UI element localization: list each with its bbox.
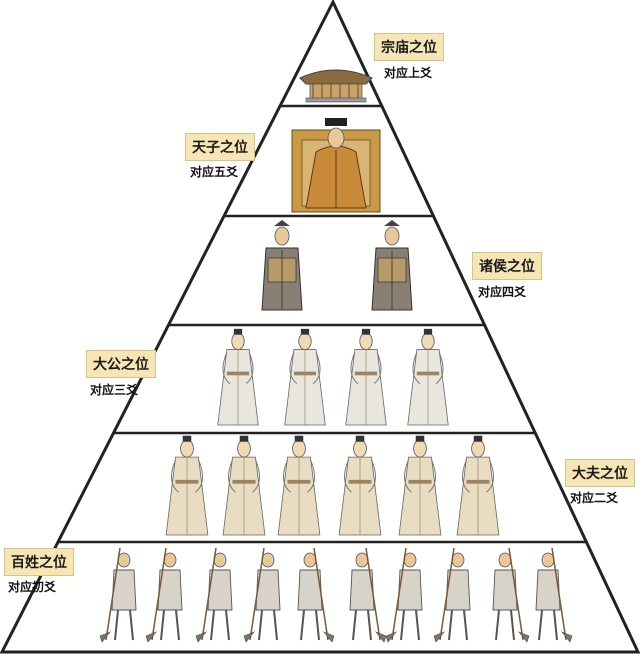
- tier-dividers: [58, 104, 587, 544]
- peasant-figure: [349, 547, 387, 643]
- peasant-figure: [297, 547, 335, 643]
- official-figure: [456, 435, 500, 536]
- tier-label-temple: 宗庙之位: [374, 33, 444, 61]
- peasant-figure: [535, 547, 573, 643]
- peasant-figure: [243, 547, 281, 643]
- peasant-figure: [385, 547, 423, 643]
- minister-figure: [284, 328, 326, 426]
- official-figure: [277, 435, 321, 536]
- official-figure: [398, 435, 442, 536]
- tier-label-peasant: 百姓之位: [4, 548, 74, 576]
- tier-sub-temple: 对应上爻: [384, 66, 433, 80]
- official-figure: [165, 435, 209, 536]
- tier-sub-emperor: 对应五爻: [190, 165, 239, 179]
- tier-sub-lord: 对应四爻: [478, 285, 527, 299]
- official-figure: [338, 435, 382, 536]
- emperor-figure: [291, 118, 381, 213]
- lord-figure-right: [371, 220, 413, 311]
- peasant-figure: [145, 547, 183, 643]
- tier-sub-peasant: 对应初爻: [8, 580, 57, 594]
- peasant-figure: [433, 547, 471, 643]
- minister-figure: [345, 328, 387, 426]
- tier-sub-minister: 对应三爻: [90, 383, 139, 397]
- peasant-figure: [492, 547, 530, 643]
- tier-sub-official: 对应二爻: [570, 491, 619, 505]
- peasant-figure: [99, 547, 137, 643]
- tier-figures: [99, 69, 573, 643]
- official-figure: [222, 435, 266, 536]
- temple-figure: [299, 69, 373, 103]
- tier-label-official: 大夫之位: [565, 459, 635, 487]
- minister-figure: [407, 328, 449, 426]
- tier-label-emperor: 天子之位: [185, 133, 255, 161]
- tier-label-lord: 诸侯之位: [472, 252, 542, 280]
- tier-label-minister: 大公之位: [86, 350, 156, 378]
- peasant-figure: [195, 547, 233, 643]
- lord-figure-left: [261, 220, 303, 311]
- minister-figure: [217, 328, 259, 426]
